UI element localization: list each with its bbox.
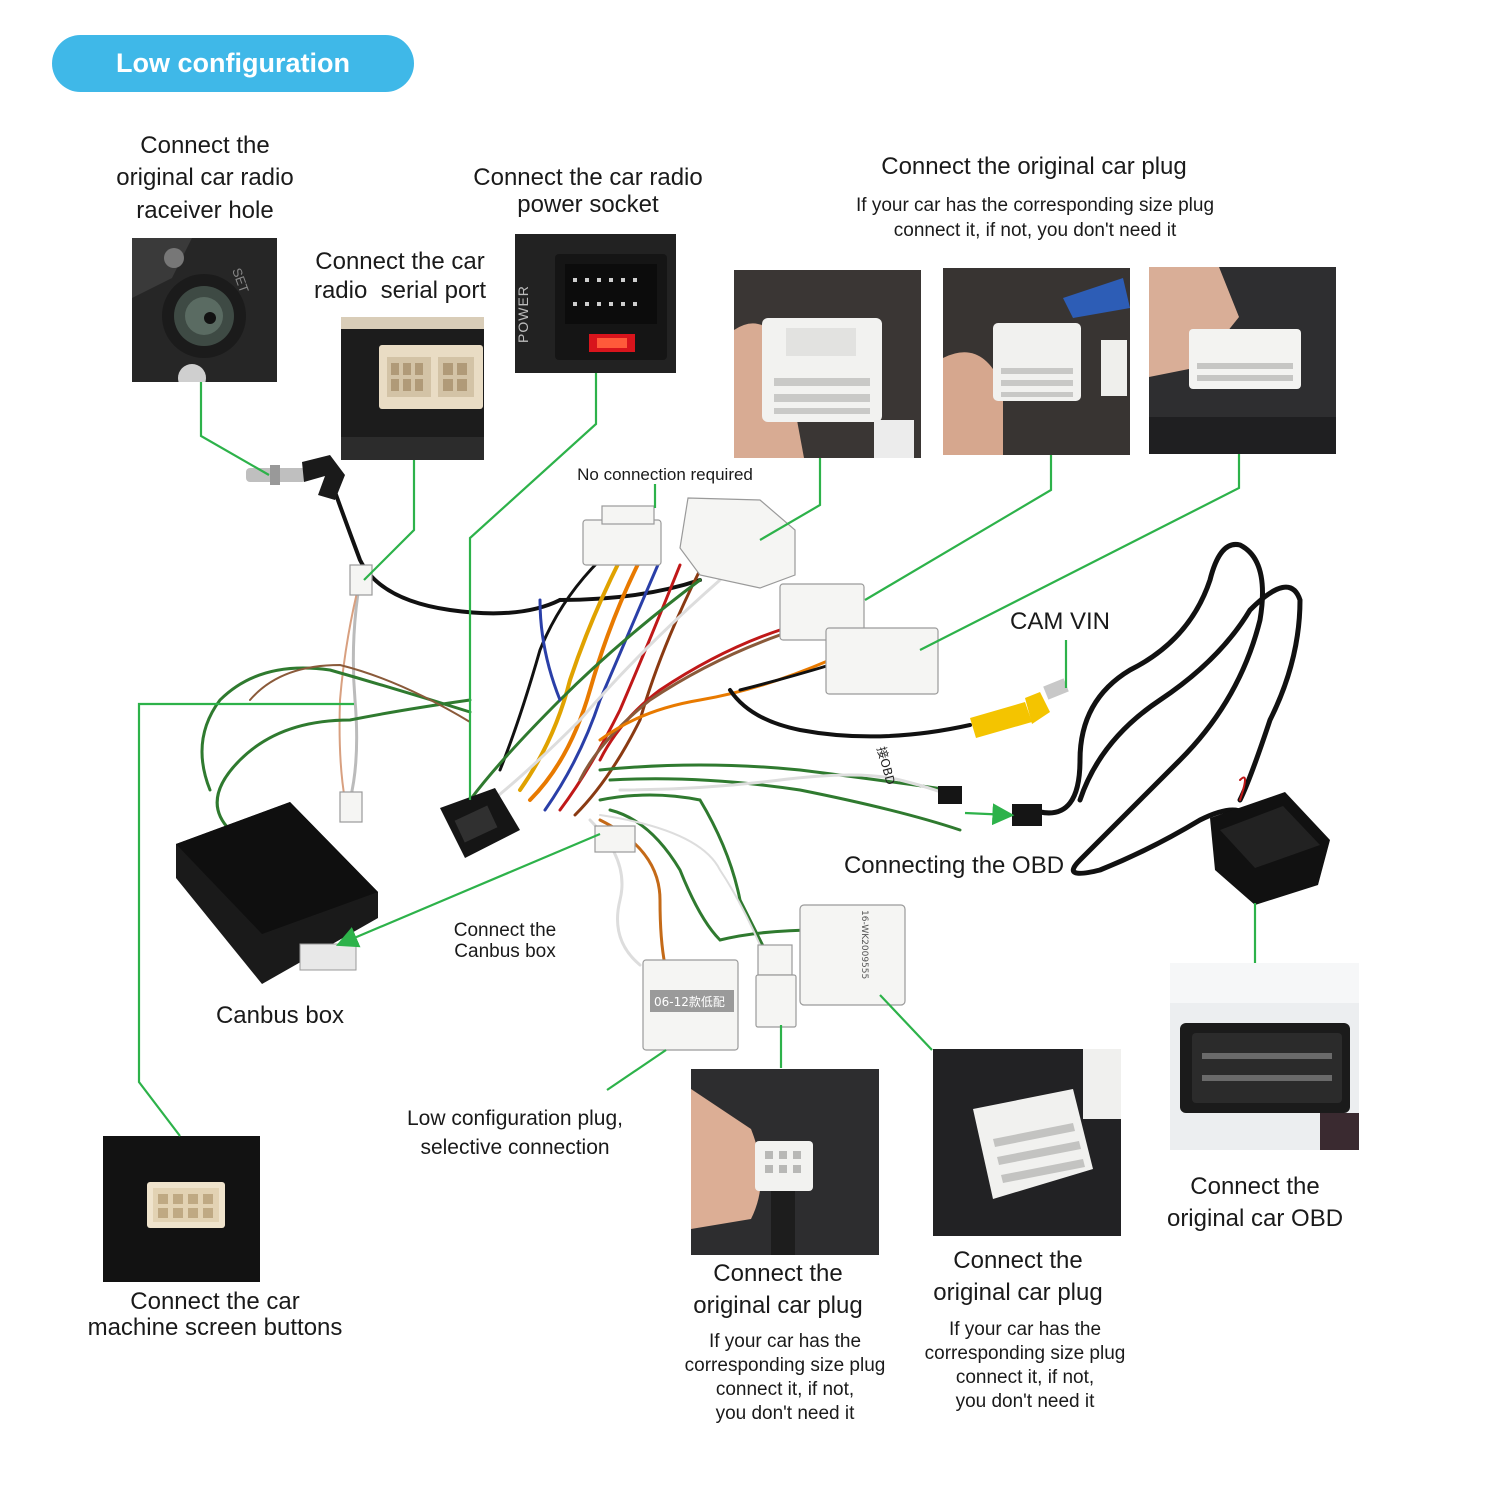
rca-plug-shape: [970, 678, 1069, 738]
label-no-connection: No connection required: [577, 465, 753, 484]
label-orig-obd: Connect the original car OBD: [1166, 1173, 1344, 1233]
canbus-box-shape: [176, 802, 378, 984]
leader-receiver-hole: [199, 382, 270, 476]
photo-serial-port: [341, 317, 484, 460]
photo-receiver-hole: SET: [132, 238, 277, 382]
label-orig-plug-bottom1-title: Connect the original car plug: [693, 1260, 863, 1320]
label-receiver-hole: Connect the original car radio raceiver …: [116, 132, 294, 224]
leader-screen-buttons: [137, 702, 354, 1137]
photo-orig-plug-1: [734, 270, 921, 458]
antenna-plug-shape: [246, 455, 345, 500]
photo-orig-plug-2: [943, 268, 1130, 455]
label-orig-plug-bottom1-note: If your car has the corresponding size p…: [684, 1331, 886, 1425]
leader-lines: [137, 373, 1257, 1137]
label-low-config-plug: Low configuration plug, selective connec…: [407, 1107, 623, 1160]
leader-orig-plug-1: [759, 458, 822, 541]
photo-orig-plug-5: [933, 1049, 1121, 1236]
obd-cable: [1037, 541, 1303, 876]
photo-orig-obd: [1170, 963, 1359, 1150]
obd-mini-connector: [938, 786, 962, 804]
connector-shapes: [339, 497, 939, 1051]
leader-canbus-box: [335, 832, 601, 948]
leader-orig-plug-3: [919, 454, 1241, 651]
label-power-socket: Connect the car radio power socket: [473, 164, 703, 218]
leader-orig-plug-5: [879, 994, 933, 1051]
photo-power-socket: POWER: [515, 234, 676, 373]
photo-orig-plug-4: [691, 1069, 879, 1255]
configuration-badge: Low configuration: [52, 35, 414, 92]
leader-power-socket: [468, 373, 598, 800]
leader-low-config-plug: [606, 1049, 667, 1091]
plug-tag-text: 06-12款低配: [654, 995, 725, 1009]
label-cam-vin: CAM VIN: [1009, 608, 1110, 635]
label-canbus-box-connect: Connect the Canbus box: [453, 920, 557, 962]
label-screen-buttons: Connect the car machine screen buttons: [87, 1288, 343, 1342]
leader-obd-arrow: [964, 803, 1015, 826]
wire-bundle: [200, 476, 972, 967]
plug-tag-band: [650, 990, 734, 1012]
label-canbus-box: Canbus box: [215, 1002, 345, 1029]
photo-screen-buttons: [103, 1136, 260, 1282]
label-orig-plug-top-note: If your car has the corresponding size p…: [855, 195, 1215, 241]
label-orig-plug-bottom2-note: If your car has the corresponding size p…: [924, 1319, 1126, 1413]
radio-power-plug-shape: [440, 788, 520, 858]
obd-plug-shape: [1210, 792, 1330, 905]
leader-serial-port: [363, 460, 416, 581]
canbus-sticker-text: 16-WK2009555: [859, 910, 869, 979]
label-orig-plug-top-title: Connect the original car plug: [881, 153, 1187, 180]
label-orig-plug-bottom2-title: Connect the original car plug: [933, 1247, 1103, 1307]
photo-orig-plug-3: [1149, 267, 1336, 454]
obd-mini-socket: [1012, 804, 1042, 826]
label-connecting-obd: Connecting the OBD: [843, 852, 1065, 879]
leader-orig-plug-2: [864, 455, 1053, 601]
label-serial-port: Connect the car radio serial port: [313, 248, 487, 304]
